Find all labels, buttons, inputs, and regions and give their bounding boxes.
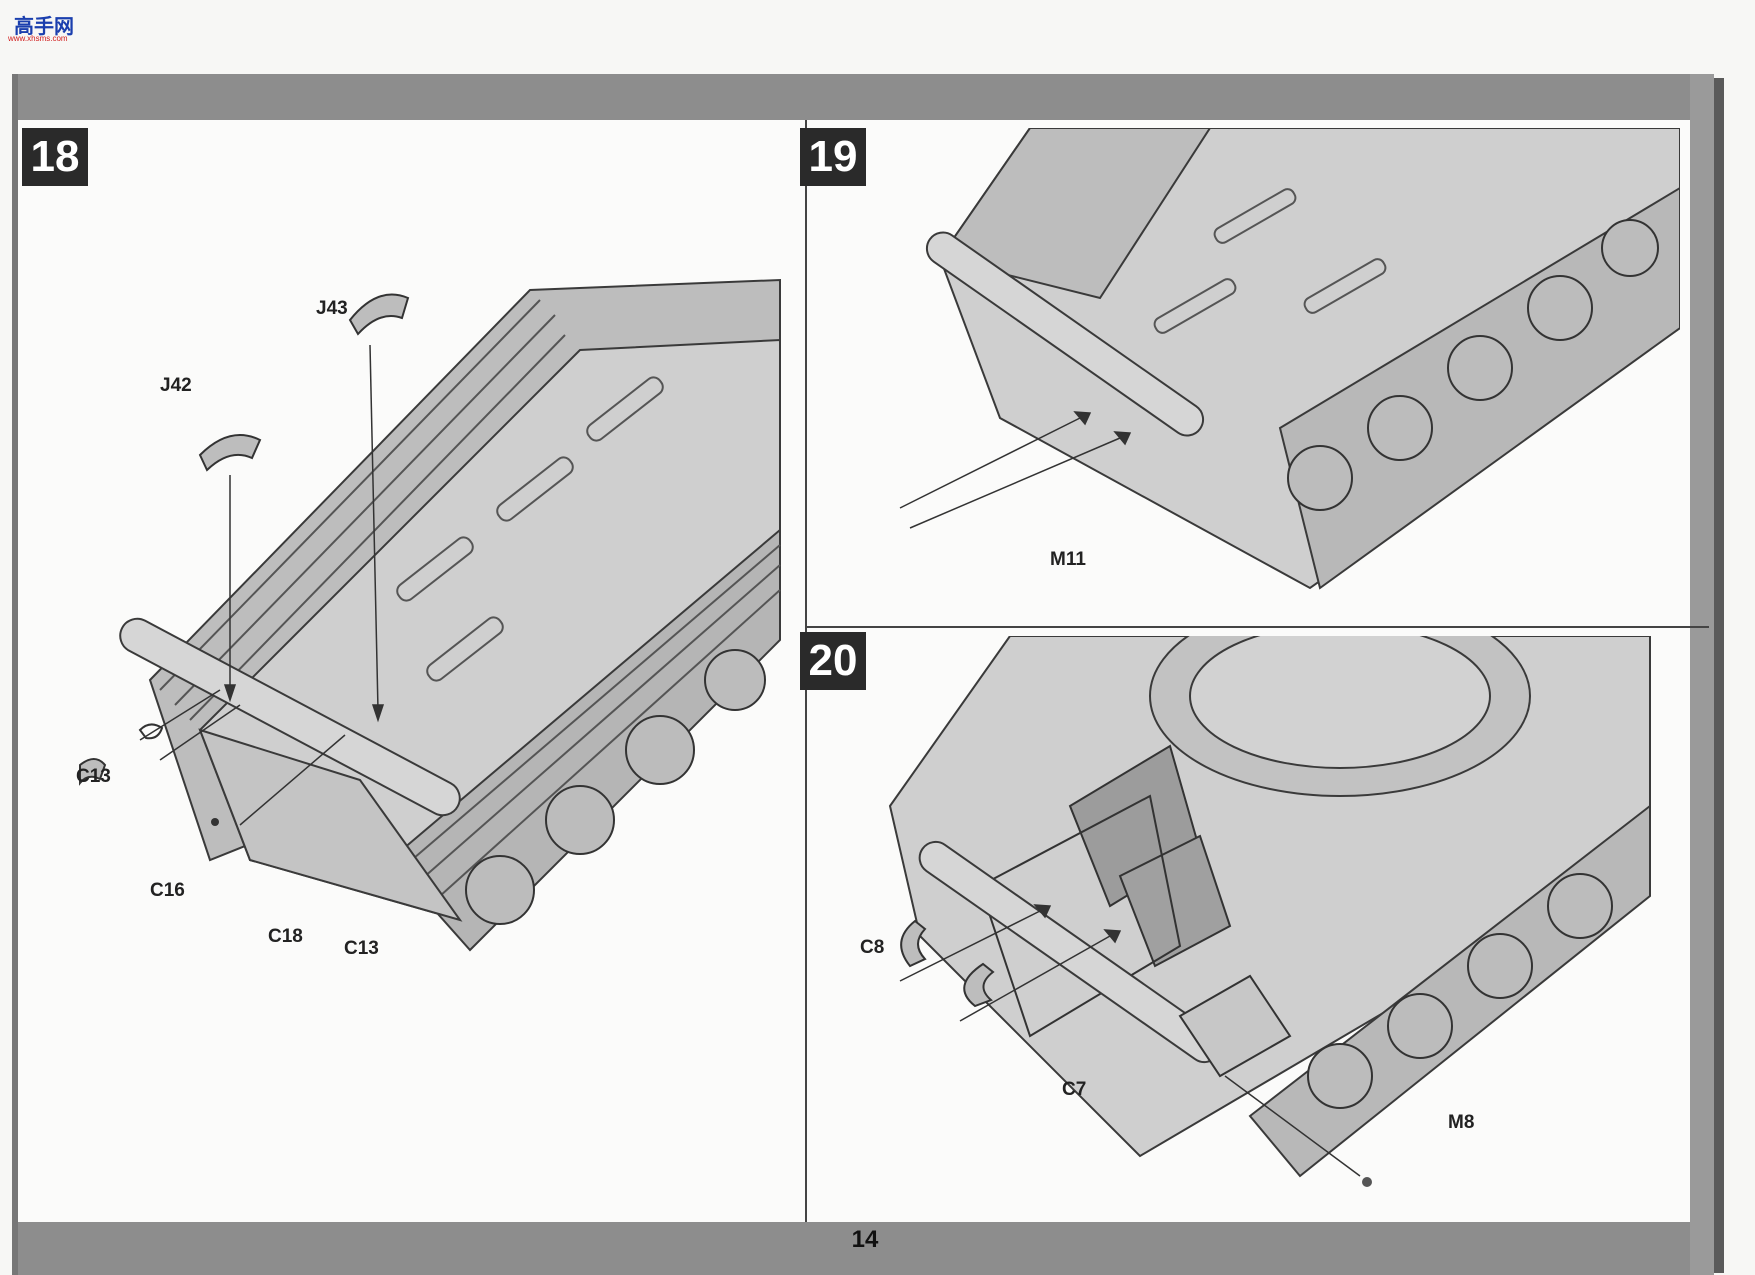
top-band xyxy=(12,74,1714,120)
watermark-url: www.xhsms.com xyxy=(8,34,68,43)
part-label-m11: M11 xyxy=(1050,549,1086,570)
part-label-j43: J43 xyxy=(316,298,348,319)
part-label-m8: M8 xyxy=(1448,1112,1475,1133)
part-label-c16: C16 xyxy=(150,880,185,901)
step18-hull-underside-illustration xyxy=(79,278,781,952)
part-label-j42: J42 xyxy=(160,375,192,396)
bottom-band xyxy=(12,1222,1714,1275)
step-number-badge: 18 xyxy=(22,128,88,186)
watermark-text: 高手网 xyxy=(14,16,74,38)
step19-hull-rear-illustration xyxy=(899,128,1680,590)
page-number: 14 xyxy=(851,1226,879,1253)
step-number-badge: 19 xyxy=(800,128,866,186)
part-label-c7: C7 xyxy=(1062,1079,1087,1100)
page-binding-shadow xyxy=(1714,78,1724,1273)
step-divider-horizontal xyxy=(805,626,1709,628)
part-label-c13-second: C13 xyxy=(344,938,379,959)
step20-engine-deck-illustration xyxy=(888,636,1651,1187)
part-label-c8: C8 xyxy=(860,937,885,958)
part-label-c18: C18 xyxy=(268,926,303,947)
part-label-c13: C13 xyxy=(76,766,111,787)
step-number-badge: 20 xyxy=(800,632,866,690)
page-right-edge xyxy=(1690,74,1714,1275)
site-watermark-logo: 高手网 www.xhsms.com xyxy=(4,4,84,43)
page-left-edge xyxy=(12,74,18,1275)
